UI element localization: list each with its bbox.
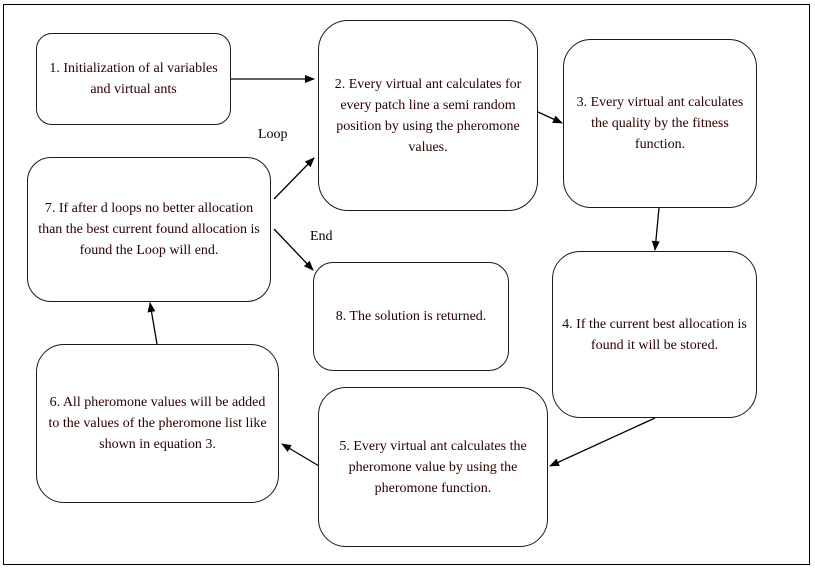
step-8-text: 8. The solution is returned.: [335, 309, 487, 324]
arrow-6-to-7: [147, 302, 158, 345]
step-5-text: 5. Every virtual ant calculates the pher…: [339, 438, 527, 496]
step-3-node: 3. Every virtual ant calculates the qual…: [563, 39, 757, 208]
step-4-node: 4. If the current best allocation is fou…: [552, 251, 757, 418]
arrow-2-to-3: [537, 111, 563, 124]
arrow-4-to-5: [549, 417, 656, 467]
step-4-text: 4. If the current best allocation is fou…: [562, 316, 747, 353]
arrow-5-to-6: [281, 443, 320, 467]
arrow-7-to-2-loop: [273, 157, 315, 200]
diagram-frame: [3, 4, 810, 565]
step-8-node: 8. The solution is returned.: [313, 262, 509, 371]
step-6-node: 6. All pheromone values will be added to…: [36, 344, 279, 503]
step-5-node: 5. Every virtual ant calculates the pher…: [318, 387, 548, 547]
step-6-text: 6. All pheromone values will be added to…: [48, 395, 267, 452]
step-7-node: 7. If after d loops no better allocation…: [27, 157, 271, 302]
arrow-7-to-8-end: [273, 228, 314, 271]
step-2-text: 2. Every virtual ant calculates for ever…: [334, 76, 522, 155]
loop-label: Loop: [258, 127, 288, 142]
step-1-text: 1. Initialization of al variables and vi…: [49, 61, 218, 97]
arrow-3-to-4: [651, 207, 660, 251]
step-3-text: 3. Every virtual ant calculates the qual…: [576, 95, 744, 152]
step-7-text: 7. If after d loops no better allocation…: [38, 201, 260, 258]
end-label: End: [310, 229, 333, 244]
step-2-node: 2. Every virtual ant calculates for ever…: [318, 20, 538, 211]
step-1-node: 1. Initialization of al variables and vi…: [36, 33, 231, 125]
